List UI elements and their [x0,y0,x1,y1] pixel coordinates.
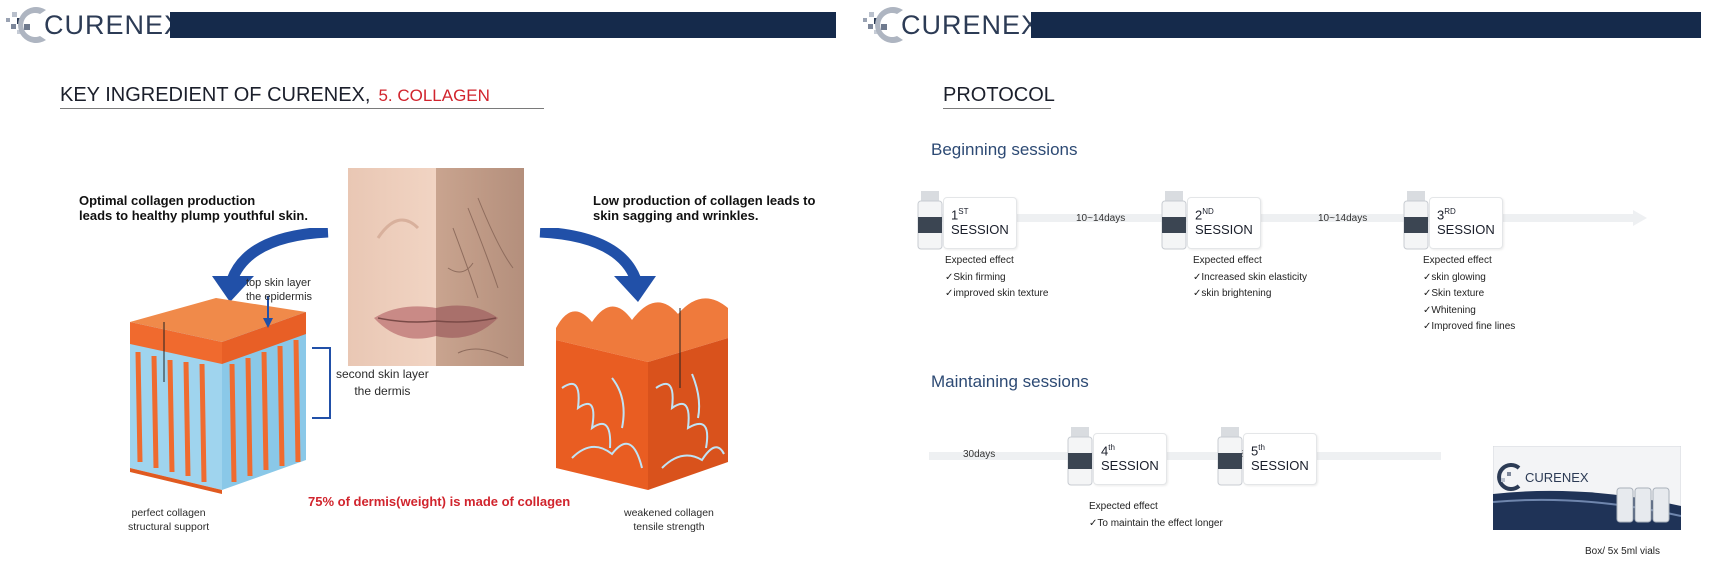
timeline-maintaining [929,452,1441,460]
arrow-down-left-icon [212,228,329,302]
interval-label: 10~14days [1076,213,1126,224]
label-weakened: weakened collagen tensile strength [624,507,714,533]
brand-logo: CURENEX [6,2,183,48]
session-card-2 [1187,197,1261,249]
slide-protocol: CURENEX PROTOCOL Beginning sessions 10~1… [857,0,1713,563]
brand-logo: CURENEX [863,2,1040,48]
page-title: KEY INGREDIENT OF CURENEX, 5. COLLAGEN [60,84,490,107]
face-comparison-image [348,168,524,366]
heading-maintaining: Maintaining sessions [931,372,1089,391]
expected-effect-3: Expected effect ✓skin glowing ✓Skin text… [1423,255,1516,332]
caption-low: Low production of collagen leads to skin… [593,193,816,223]
logo-mark-icon [6,7,46,44]
heading-beginning: Beginning sessions [931,140,1078,159]
expected-effect-maintain: Expected effect ✓To maintain the effect … [1089,501,1223,529]
arrow-down-small-icon [263,296,273,328]
healthy-skin-block [130,298,306,494]
product-box-image: CURENEX [1493,446,1681,530]
label-top-layer: top skin layer the epidermis [246,277,313,303]
logo-mark-icon [863,7,903,44]
timeline-beginning [937,214,1637,222]
arrow-down-right-icon [539,228,656,302]
vial-icon [1161,191,1187,250]
session-card-4 [1093,433,1167,485]
dermis-bracket [312,347,331,419]
label-dermis: second skin layer the dermis [336,367,429,398]
label-perfect: perfect collagen structural support [128,507,210,533]
session-card-1 [943,197,1017,249]
timeline-arrow-icon [1633,210,1647,226]
session-card-5 [1243,433,1317,485]
logo-wordmark: CURENEX [44,9,184,40]
vial-icon [1067,427,1093,486]
header-bar [170,12,836,38]
interval-label: 10~14days [1318,213,1368,224]
header-bar [1031,12,1701,38]
expected-effect-2: Expected effect ✓Increased skin elastici… [1193,255,1307,299]
box-caption: Box/ 5x 5ml vials [1585,546,1661,557]
session-card-3 [1429,197,1503,249]
svg-text:CURENEX: CURENEX [1525,470,1589,485]
collagen-stat: 75% of dermis(weight) is made of collage… [308,494,571,509]
title-underline [60,108,544,109]
interval-label: 30days [963,449,996,460]
caption-healthy: Optimal collagen production leads to hea… [79,193,308,223]
expected-effect-1: Expected effect ✓Skin firming ✓improved … [945,255,1049,299]
vial-icon [917,191,943,250]
page-title: PROTOCOL [943,84,1055,106]
title-accent: 5. COLLAGEN [378,86,490,105]
logo-wordmark: CURENEX [901,9,1041,40]
slide-key-ingredient: CURENEX KEY INGREDIENT OF CURENEX, 5. COL… [0,0,856,563]
vial-icon [1217,427,1243,486]
title-underline [943,108,1051,109]
damaged-skin-block [556,298,728,490]
title-text: KEY INGREDIENT OF CURENEX, [60,84,371,106]
vial-icon [1403,191,1429,250]
